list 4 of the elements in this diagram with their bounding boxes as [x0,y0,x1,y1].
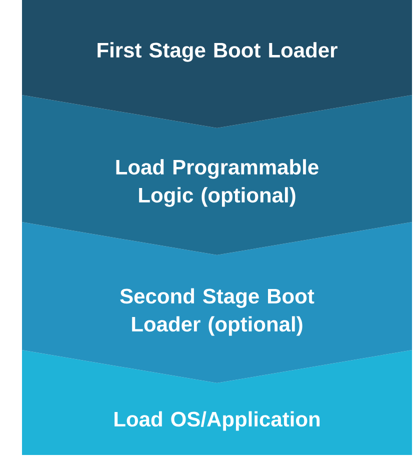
chevron-band: Load Programmable Logic (optional) [22,95,412,255]
chevron-band: Second Stage Boot Loader (optional) [22,222,412,383]
chevron-band: Load OS/Application [22,350,412,455]
chevron-band: First Stage Boot Loader [22,0,412,128]
